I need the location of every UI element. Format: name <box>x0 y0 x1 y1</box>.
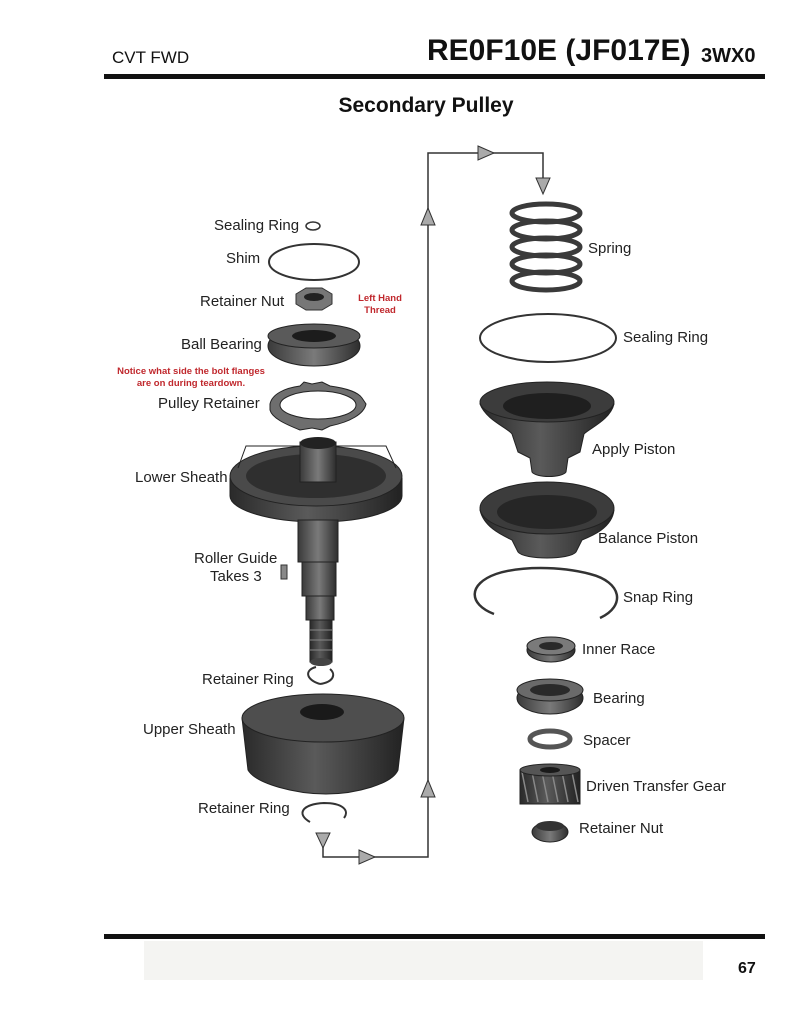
label-inner-race: Inner Race <box>582 641 656 658</box>
flow-arrows <box>322 152 544 858</box>
retainer-nut-right <box>531 821 569 843</box>
label-snap-ring: Snap Ring <box>623 589 694 606</box>
shim <box>268 243 360 281</box>
header-code: 3WX0 <box>701 45 756 67</box>
label-shim: Shim <box>226 250 261 267</box>
flow-arrow-head <box>477 145 496 161</box>
label-sealing-ring-right: Sealing Ring <box>623 329 709 346</box>
apply-piston <box>479 381 615 477</box>
label-ball-bearing: Ball Bearing <box>181 336 262 353</box>
retainer-ring-lower <box>301 801 347 823</box>
inner-race <box>526 636 576 663</box>
page-title: Secondary Pulley <box>338 94 514 117</box>
label-retainer-nut-right: Retainer Nut <box>579 820 664 837</box>
snap-ring <box>473 566 619 620</box>
label-upper-sheath: Upper Sheath <box>143 721 236 738</box>
label-sealing-ring-left: Sealing Ring <box>214 217 300 234</box>
label-spacer: Spacer <box>583 732 631 749</box>
sealing-ring-small <box>305 221 321 231</box>
header-section-label: CVT FWD <box>112 48 190 67</box>
balance-piston <box>479 481 615 559</box>
footer-rule <box>104 934 765 939</box>
driven-transfer-gear <box>519 763 581 805</box>
note-left-hand-thread: Left Hand Thread <box>346 293 414 317</box>
flow-arrow-head <box>420 778 436 798</box>
label-retainer-ring-lower: Retainer Ring <box>198 800 290 817</box>
header-rule <box>104 74 765 79</box>
upper-sheath <box>241 693 405 795</box>
label-apply-piston: Apply Piston <box>592 441 676 458</box>
label-roller-guide: Roller Guide <box>194 550 278 567</box>
page-number: 67 <box>738 960 756 977</box>
spacer <box>527 728 573 750</box>
note-bolt-flanges-line2: are on during teardown. <box>136 378 246 389</box>
label-bearing: Bearing <box>593 690 645 707</box>
label-lower-sheath: Lower Sheath <box>135 469 228 486</box>
pulley-retainer <box>269 381 367 431</box>
label-balance-piston: Balance Piston <box>598 530 699 547</box>
note-bolt-flanges: Notice what side the bolt flanges are on… <box>108 366 274 390</box>
sealing-ring-large <box>479 313 617 363</box>
footer-band <box>144 941 703 980</box>
lower-sheath <box>229 437 403 666</box>
label-spring: Spring <box>588 240 632 257</box>
note-left-hand-thread-line1: Left Hand <box>358 293 402 304</box>
bearing-right <box>516 678 584 715</box>
note-left-hand-thread-line2: Thread <box>364 305 396 316</box>
retainer-nut-left <box>295 287 333 311</box>
label-driven-transfer-gear: Driven Transfer Gear <box>586 778 727 795</box>
header-title: RE0F10E (JF017E) <box>427 34 691 67</box>
flow-arrow-head <box>420 206 436 226</box>
label-pulley-retainer: Pulley Retainer <box>158 395 260 412</box>
retainer-ring-upper <box>307 666 335 685</box>
note-bolt-flanges-line1: Notice what side the bolt flanges <box>117 366 265 377</box>
label-retainer-nut-left: Retainer Nut <box>200 293 285 310</box>
ball-bearing <box>267 323 361 367</box>
roller-guide <box>280 564 288 580</box>
flow-arrow-head <box>315 832 331 850</box>
flow-arrow-head <box>535 177 551 196</box>
spring <box>509 201 583 293</box>
flow-arrow-head <box>358 849 377 865</box>
label-retainer-ring-upper: Retainer Ring <box>202 671 294 688</box>
label-roller-guide-qty: Takes 3 <box>210 568 262 585</box>
